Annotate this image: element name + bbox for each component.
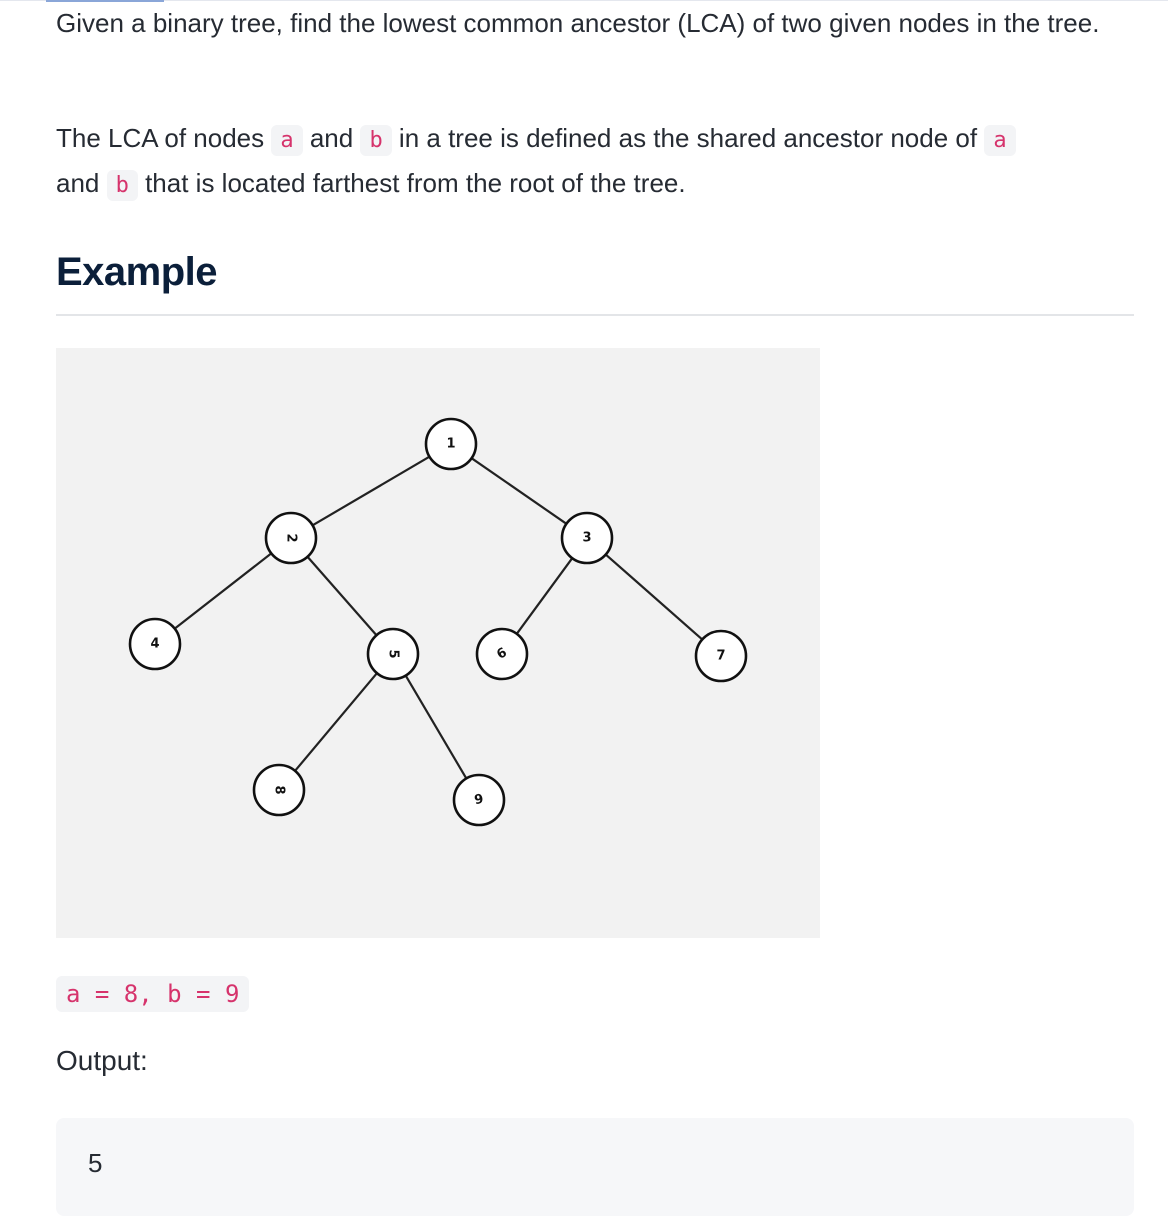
inline-code-b: b xyxy=(360,125,392,156)
tree-node-4: 4 xyxy=(128,617,182,671)
tree-node-label: 1 xyxy=(446,437,455,452)
tree-node-7: 7 xyxy=(694,629,748,683)
tree-node-label: 2 xyxy=(284,533,299,542)
output-value: 5 xyxy=(88,1148,103,1178)
example-heading: Example xyxy=(56,250,218,294)
tree-node-circle xyxy=(264,511,318,565)
definition-text: and xyxy=(302,123,361,153)
definition-text: that is located farthest from the root o… xyxy=(137,168,686,198)
tree-node-circle xyxy=(128,617,182,671)
tree-svg: 1 2 3 4 5 6 7 8 9 xyxy=(128,417,748,827)
tree-node-6: 6 xyxy=(475,627,529,681)
tree-node-circle xyxy=(475,627,529,681)
tree-node-3: 3 xyxy=(560,511,614,565)
tree-edge-n3-n7 xyxy=(605,553,703,641)
tree-node-circle xyxy=(424,417,478,471)
tree-node-circle xyxy=(252,763,306,817)
tree-node-label: 7 xyxy=(716,649,725,664)
tree-node-label: 3 xyxy=(582,531,591,546)
tree-edge-n5-n9 xyxy=(404,674,468,780)
tree-node-label: 5 xyxy=(386,649,401,658)
output-label: Output: xyxy=(56,1045,148,1076)
definition-text: in a tree is defined as the shared ances… xyxy=(391,123,985,153)
tree-node-9: 9 xyxy=(452,773,506,827)
problem-intro-text: Given a binary tree, find the lowest com… xyxy=(56,8,1100,38)
problem-intro: Given a binary tree, find the lowest com… xyxy=(56,2,1134,44)
top-divider xyxy=(0,0,1168,1)
tree-node-circle xyxy=(694,629,748,683)
tree-node-5: 5 xyxy=(366,627,420,681)
output-box: 5 xyxy=(56,1118,1134,1216)
tree-edge-n3-n6 xyxy=(515,557,574,635)
tree-node-label: 4 xyxy=(150,637,159,652)
inline-code-b: b xyxy=(106,170,138,201)
tree-node-circle xyxy=(452,773,506,827)
tree-node-circle xyxy=(560,511,614,565)
tree-node-1: 1 xyxy=(424,417,478,471)
tree-edge-n5-n8 xyxy=(294,672,378,772)
tree-edge-n1-n3 xyxy=(470,457,568,525)
heading-divider xyxy=(56,314,1134,316)
tree-node-label: 8 xyxy=(272,785,287,794)
tree-nodes: 1 2 3 4 5 6 7 8 9 xyxy=(128,417,748,827)
tree-node-circle xyxy=(366,627,420,681)
inline-code-a: a xyxy=(271,125,303,156)
active-tab-indicator xyxy=(46,0,164,2)
tree-edge-n1-n2 xyxy=(311,455,431,527)
tree-diagram: 1 2 3 4 5 6 7 8 9 xyxy=(56,348,820,938)
tree-edge-n2-n5 xyxy=(306,556,378,636)
definition-text: and xyxy=(56,168,107,198)
tree-node-2: 2 xyxy=(264,511,318,565)
example-input: a = 8, b = 9 xyxy=(56,976,250,1012)
tree-node-8: 8 xyxy=(252,763,306,817)
lca-definition: The LCA of nodes a and b in a tree is de… xyxy=(56,117,1134,207)
definition-text: The LCA of nodes xyxy=(56,123,272,153)
tree-node-label: 9 xyxy=(473,792,485,808)
tree-edges xyxy=(174,455,703,780)
inline-code-a: a xyxy=(984,125,1016,156)
tree-edge-n2-n4 xyxy=(174,552,272,630)
